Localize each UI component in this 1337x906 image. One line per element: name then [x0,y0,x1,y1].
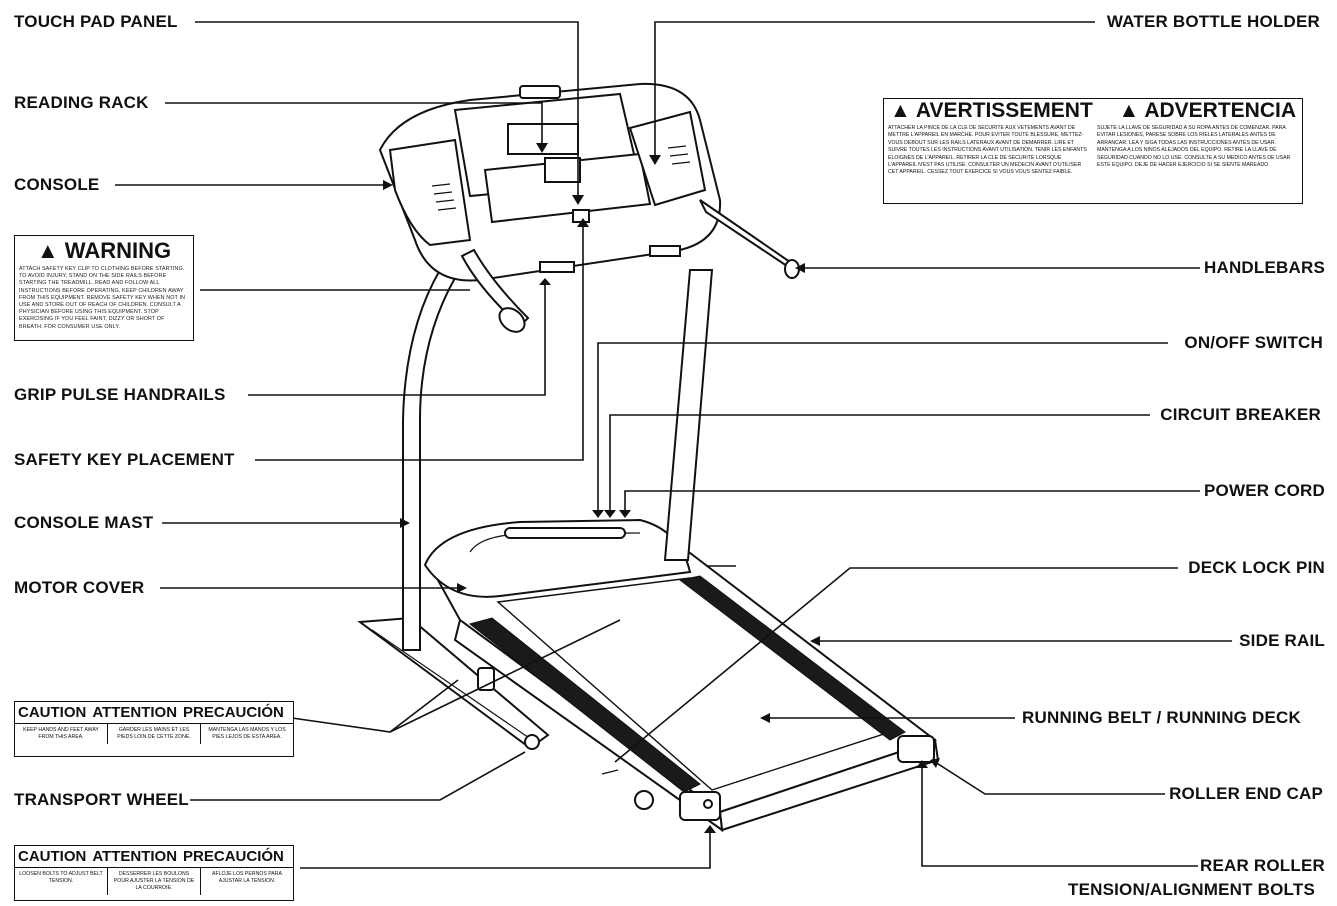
label-running-belt: RUNNING BELT / RUNNING DECK [1022,708,1301,727]
label-roller-end-cap: ROLLER END CAP [1169,784,1323,803]
precaucion-head: PRECAUCIÓN [183,848,284,865]
label-power-cord: POWER CORD [1204,481,1325,500]
caution-head: CAUTION [18,848,87,865]
label-console-mast: CONSOLE MAST [14,513,154,532]
deck [423,518,940,833]
warning-label: ▲ WARNING ATTACH SAFETY KEY CLIP TO CLOT… [14,235,194,341]
bilingual-warning-label: ▲ AVERTISSEMENT ▲ ADVERTENCIA ATTACHER L… [883,98,1303,204]
warning-title: ▲ WARNING [36,238,172,263]
arrow-heads [383,143,940,833]
caution-label-1: CAUTION ATTENTION PRECAUCIÓN KEEP HANDS … [14,701,294,757]
caution-text-fr: DESSERRER LES BOULONS POUR AJUSTER LA TE… [108,868,201,895]
caution-text-es: AFLOJE LOS PERNOS PARA AJUSTAR LA TENSIO… [212,871,282,884]
label-reading-rack: READING RACK [14,93,149,112]
warning-text: ATTACH SAFETY KEY CLIP TO CLOTHING BEFOR… [19,266,186,330]
label-motor-cover: MOTOR COVER [14,578,145,597]
label-console: CONSOLE [14,175,100,194]
label-rear-roller: REAR ROLLER [1200,856,1325,875]
caution-text-en: LOOSEN BOLTS TO ADJUST BELT TENSION. [15,868,108,895]
label-safety-key-placement: SAFETY KEY PLACEMENT [14,450,235,469]
caution-label-2: CAUTION ATTENTION PRECAUCIÓN LOOSEN BOLT… [14,845,294,901]
caution-text-en: KEEP HANDS AND FEET AWAY FROM THIS AREA. [15,724,108,744]
advertencia-title: ▲ ADVERTENCIA [1118,99,1296,122]
avertissement-title: ▲ AVERTISSEMENT [890,99,1093,122]
label-transport-wheel: TRANSPORT WHEEL [14,790,189,809]
leader-lines [115,21,1232,869]
label-water-bottle-holder: WATER BOTTLE HOLDER [1106,12,1320,31]
label-tension-alignment-bolts: TENSION/ALIGNMENT BOLTS [1068,880,1315,899]
label-on-off-switch: ON/OFF SWITCH [1184,333,1323,352]
caution-head: CAUTION [18,704,87,721]
right-rail-shape [678,575,906,741]
console-shape [378,82,800,333]
precaucion-head: PRECAUCIÓN [183,704,284,721]
attention-head: ATTENTION [92,704,178,721]
label-side-rail: SIDE RAIL [1239,631,1325,650]
attention-head: ATTENTION [92,848,178,865]
caution-text-es: MANTENGA LAS MANOS Y LOS PIES LEJOS DE E… [208,727,286,740]
label-touch-pad-panel: TOUCH PAD PANEL [14,12,178,31]
label-handlebars: HANDLEBARS [1204,258,1325,277]
label-deck-lock-pin: DECK LOCK PIN [1188,558,1325,577]
caution-text-fr: GARDER LES MAINS ET LES PIEDS LOIN DE CE… [108,724,201,744]
label-circuit-breaker: CIRCUIT BREAKER [1160,405,1321,424]
advertencia-text: SUJETE LA LLAVE DE SEGURIDAD A SU ROPA A… [1097,125,1291,169]
avertissement-text: ATTACHER LA PINCE DE LA CLE DE SECURITE … [888,125,1087,176]
label-grip-pulse-handrails: GRIP PULSE HANDRAILS [14,385,226,404]
transport-wheel-shape [524,734,540,750]
left-rail-shape [468,617,701,793]
